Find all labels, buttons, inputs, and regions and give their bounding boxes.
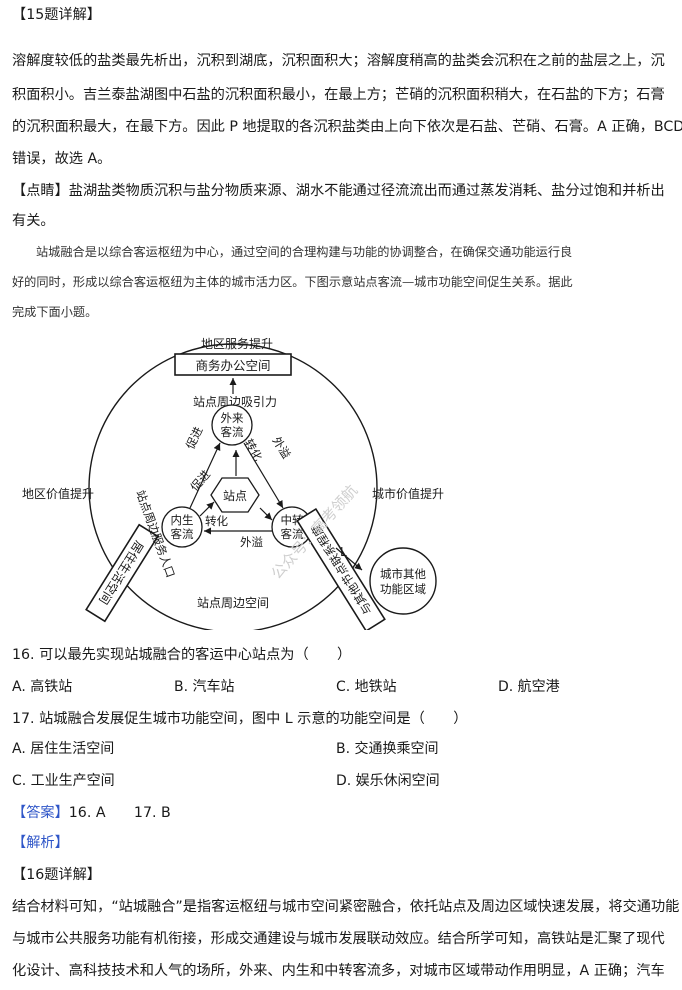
section15-line-3: 的沉积面积最大，在最下方。因此 P 地提取的各沉积盐类由上向下依次是石盐、芒硝、… [12, 119, 682, 135]
top-box-label: 商务办公空间 [195, 358, 270, 373]
section16-line-1: 结合材料可知，“站城融合”是指客运枢纽与城市空间紧密融合，依托站点及周边区域快速… [12, 899, 680, 915]
answer-text: 16. A 17. B [68, 805, 171, 821]
other-area-line-2: 功能区域 [380, 582, 426, 596]
transform-label-1: 转化 [241, 437, 265, 464]
section15-line-1: 溶解度较低的盐类最先析出，沉积到湖底，沉积面积大；溶解度稍高的盐类会沉积在之前的… [12, 53, 665, 69]
top-box [174, 353, 292, 376]
section15-heading: 【15题详解】 [12, 7, 101, 23]
q17-option-c: C. 工业生产空间 [12, 773, 115, 789]
q16-stem: 16. 可以最先实现站城融合的客运中心站点为（ ） [12, 647, 352, 663]
left-box [85, 523, 159, 623]
right-value-label: 城市价值提升 [372, 486, 444, 501]
transform-label-2: 转化 [205, 514, 228, 528]
promote-label-1: 促进 [183, 424, 206, 451]
outer-flow-line-2: 客流 [221, 425, 244, 439]
q17-option-b: B. 交通换乘空间 [336, 741, 439, 757]
section16-line-3: 化设计、高科技技术和人气的场所，外来、内生和中转客流多，对城市区域带动作用明显，… [12, 963, 665, 979]
section16-line-2: 与城市公共服务功能有机衔接，形成交通建设与城市发展联动效应。结合所学可知，高铁站… [12, 931, 665, 947]
L-label: L [340, 545, 347, 559]
q17-stem: 17. 站城融合发展促生城市功能空间，图中 L 示意的功能空间是（ ） [12, 711, 468, 727]
top-label: 地区服务提升 [201, 336, 273, 351]
overflow-label-2: 外溢 [240, 535, 263, 549]
answer-label: 【答案】 [12, 805, 69, 821]
bottom-label: 站点周边空间 [197, 596, 269, 610]
passage-line-1: 站城融合是以综合客运枢纽为中心，通过空间的合理构建与功能的协调整合，在确保交通功… [36, 245, 573, 259]
inner-flow-circle [161, 506, 203, 548]
station-city-diagram: 地区服务提升 商务办公空间 站点周边吸引力 外来 客流 内生 客流 中转 客流 … [22, 336, 444, 630]
outer-circle [88, 343, 378, 630]
tip-line-2: 有关。 [12, 213, 55, 229]
q17-option-a: A. 居住生活空间 [12, 741, 115, 757]
outer-flow-circle [211, 404, 253, 446]
inner-flow-line-1: 内生 [171, 513, 194, 527]
q16-option-d: D. 航空港 [498, 679, 560, 695]
analysis-label: 【解析】 [12, 835, 69, 851]
answer-row: 【答案】16. A 17. B [12, 802, 171, 822]
section15-line-4: 错误，故选 A。 [12, 151, 112, 167]
outer-flow-line-1: 外来 [221, 411, 244, 425]
station-label: 站点 [223, 489, 247, 503]
transfer-flow-line-2: 客流 [281, 527, 304, 541]
q16-option-b: B. 汽车站 [174, 679, 235, 695]
right-box [296, 507, 386, 630]
attract-label: 站点周边吸引力 [193, 395, 277, 409]
overflow-label-1: 外溢 [269, 434, 293, 461]
tip-line-1: 【点睛】盐湖盐类物质沉积与盐分物质来源、湖水不能通过径流流出而通过蒸发消耗、盐分… [12, 183, 665, 199]
section16-heading: 【16题详解】 [12, 867, 101, 883]
left-value-label: 地区价值提升 [22, 486, 94, 501]
q16-option-c: C. 地铁站 [336, 679, 397, 695]
q16-option-a: A. 高铁站 [12, 679, 73, 695]
section15-line-2: 积面积小。吉兰泰盐湖图中石盐的沉积面积最小，在最上方；芒硝的沉积面积稍大，在石盐… [12, 87, 665, 103]
passage-line-2: 好的同时，形成以综合客运枢纽为主体的城市活力区。下图示意站点客流—城市功能空间促… [12, 275, 573, 289]
inner-flow-line-2: 客流 [171, 527, 194, 541]
station-hexagon [210, 477, 260, 513]
q17-option-d: D. 娱乐休闲空间 [336, 773, 440, 789]
other-area-line-1: 城市其他 [380, 567, 426, 581]
promote-label-2: 促进 [188, 467, 214, 494]
other-area-circle [369, 547, 437, 615]
passage-line-3: 完成下面小题。 [12, 305, 98, 319]
